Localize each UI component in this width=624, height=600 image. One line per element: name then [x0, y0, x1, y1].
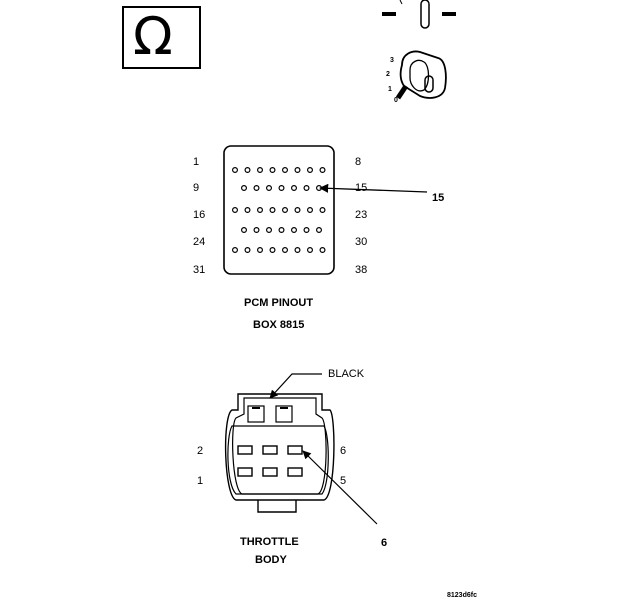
- pcm-pin-hole: [278, 185, 285, 192]
- throttle-pin-5: 5: [340, 475, 347, 487]
- pcm-pin-hole: [266, 185, 273, 192]
- pcm-right-pin-30: 30: [355, 236, 368, 248]
- pcm-pin-hole: [232, 207, 239, 214]
- ignition-pos-0: 0: [394, 97, 398, 104]
- pcm-pin-hole: [291, 185, 298, 192]
- throttle-pin-6: 6: [340, 445, 347, 457]
- pcm-pin-hole: [232, 247, 239, 254]
- throttle-caption-line1: THROTTLE: [240, 536, 299, 548]
- pcm-pin-hole: [294, 207, 301, 214]
- pcm-pin-hole: [282, 247, 289, 254]
- pcm-left-pin-16: 16: [193, 209, 206, 221]
- pcm-pin-hole: [266, 227, 273, 234]
- pcm-pin-hole: [244, 207, 251, 214]
- pcm-pin-hole: [307, 247, 314, 254]
- ignition-key-icon: [395, 50, 447, 100]
- pcm-pin-hole: [307, 167, 314, 174]
- throttle-connector-body: [224, 393, 335, 513]
- pcm-pin-hole: [244, 167, 251, 174]
- pcm-caption-line1: PCM PINOUT: [244, 297, 314, 309]
- pcm-pin-hole: [319, 167, 326, 174]
- pcm-pin-hole: [319, 207, 326, 214]
- pcm-left-pin-31: 31: [193, 264, 206, 276]
- pcm-pin-hole: [241, 185, 248, 192]
- figure-id: 8123d6fc: [447, 592, 477, 599]
- throttle-pin-1: 1: [197, 475, 204, 487]
- pcm-pin-grid: [232, 167, 326, 254]
- pcm-pin-hole: [232, 167, 239, 174]
- pcm-pin-hole: [241, 227, 248, 234]
- pcm-connector-body: [223, 145, 335, 275]
- pcm-pin-hole: [257, 247, 264, 254]
- ignition-pos-3: 3: [390, 57, 394, 64]
- pcm-pin-hole: [257, 207, 264, 214]
- pcm-pin-hole: [303, 185, 310, 192]
- throttle-color-label: BLACK: [328, 368, 365, 380]
- pcm-right-pin-15: 15: [355, 182, 368, 194]
- pcm-pin-hole: [269, 207, 276, 214]
- pcm-pin-hole: [294, 247, 301, 254]
- pcm-pointer-label: 15: [432, 192, 445, 204]
- ohmmeter-icon: [122, 6, 201, 69]
- pcm-right-pin-38: 38: [355, 264, 368, 276]
- throttle-pointer-arrow: [302, 450, 378, 525]
- throttle-pointer-label: 6: [381, 537, 388, 549]
- pcm-pin-hole: [303, 227, 310, 234]
- color-pointer-arrow: [269, 373, 322, 399]
- pcm-pin-hole: [253, 185, 260, 192]
- throttle-caption-line2: BODY: [255, 554, 287, 566]
- pcm-pointer-arrow: [319, 183, 428, 193]
- pcm-pin-hole: [244, 247, 251, 254]
- pcm-left-pin-1: 1: [193, 156, 200, 168]
- pcm-pin-hole: [269, 167, 276, 174]
- pcm-pin-hole: [269, 247, 276, 254]
- pcm-pin-hole: [316, 227, 323, 234]
- throttle-pin-2: 2: [197, 445, 204, 457]
- pcm-pin-hole: [282, 167, 289, 174]
- pcm-pin-hole: [307, 207, 314, 214]
- ohm-symbol: Ω: [133, 7, 173, 67]
- battery-disconnect-icon: [382, 0, 456, 29]
- pcm-right-pin-8: 8: [355, 156, 362, 168]
- pcm-pin-hole: [291, 227, 298, 234]
- pcm-pin-hole: [253, 227, 260, 234]
- pcm-right-pin-23: 23: [355, 209, 368, 221]
- ignition-pos-1: 1: [388, 86, 392, 93]
- pcm-pin-hole: [257, 167, 264, 174]
- pcm-caption-line2: BOX 8815: [253, 319, 305, 331]
- pcm-pin-hole: [278, 227, 285, 234]
- pcm-pin-hole: [282, 207, 289, 214]
- pcm-left-pin-24: 24: [193, 236, 206, 248]
- pcm-pin-hole: [319, 247, 326, 254]
- pcm-left-pin-9: 9: [193, 182, 200, 194]
- pcm-pin-hole: [294, 167, 301, 174]
- ignition-pos-2: 2: [386, 71, 390, 78]
